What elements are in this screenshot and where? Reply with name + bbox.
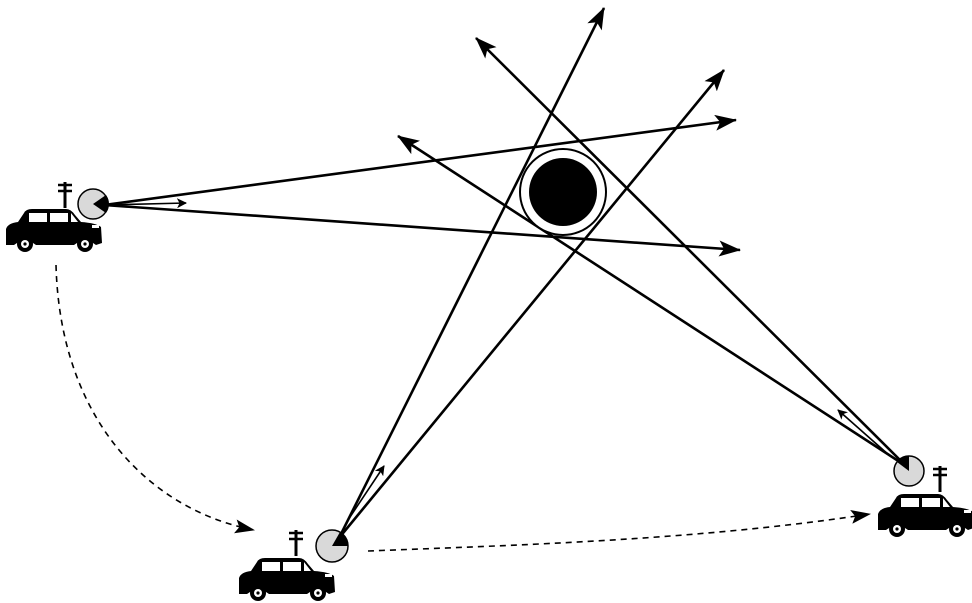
- trajectory-segment-2: [368, 514, 870, 551]
- radar-sensor-icon: [78, 189, 109, 219]
- ray-v1-upper: [104, 120, 736, 205]
- target-object-icon: [520, 149, 606, 235]
- vehicle-1: [6, 182, 109, 252]
- ray-v3-upper: [476, 38, 906, 466]
- beam-arrow-v3: [838, 410, 890, 456]
- vehicle-2: [239, 530, 348, 601]
- ray-v3-lower: [398, 136, 906, 466]
- ray-v1-lower: [104, 205, 740, 250]
- radar-sensor-icon: [894, 456, 924, 486]
- antenna-icon: [58, 182, 72, 208]
- vehicle-3: [878, 456, 972, 537]
- trajectory-segment-1: [56, 265, 254, 530]
- ray-v2-upper: [339, 8, 604, 538]
- antenna-icon: [289, 530, 303, 556]
- ray-v2-lower: [339, 70, 724, 538]
- beam-arrow-v2: [348, 466, 384, 520]
- car-with-antenna-icon: [239, 558, 335, 601]
- radar-sensor-icon: [316, 530, 348, 562]
- beam-direction-arrows: [104, 203, 890, 520]
- car-with-antenna-icon: [878, 494, 972, 537]
- antenna-icon: [933, 466, 947, 492]
- radar-rays: [104, 8, 906, 538]
